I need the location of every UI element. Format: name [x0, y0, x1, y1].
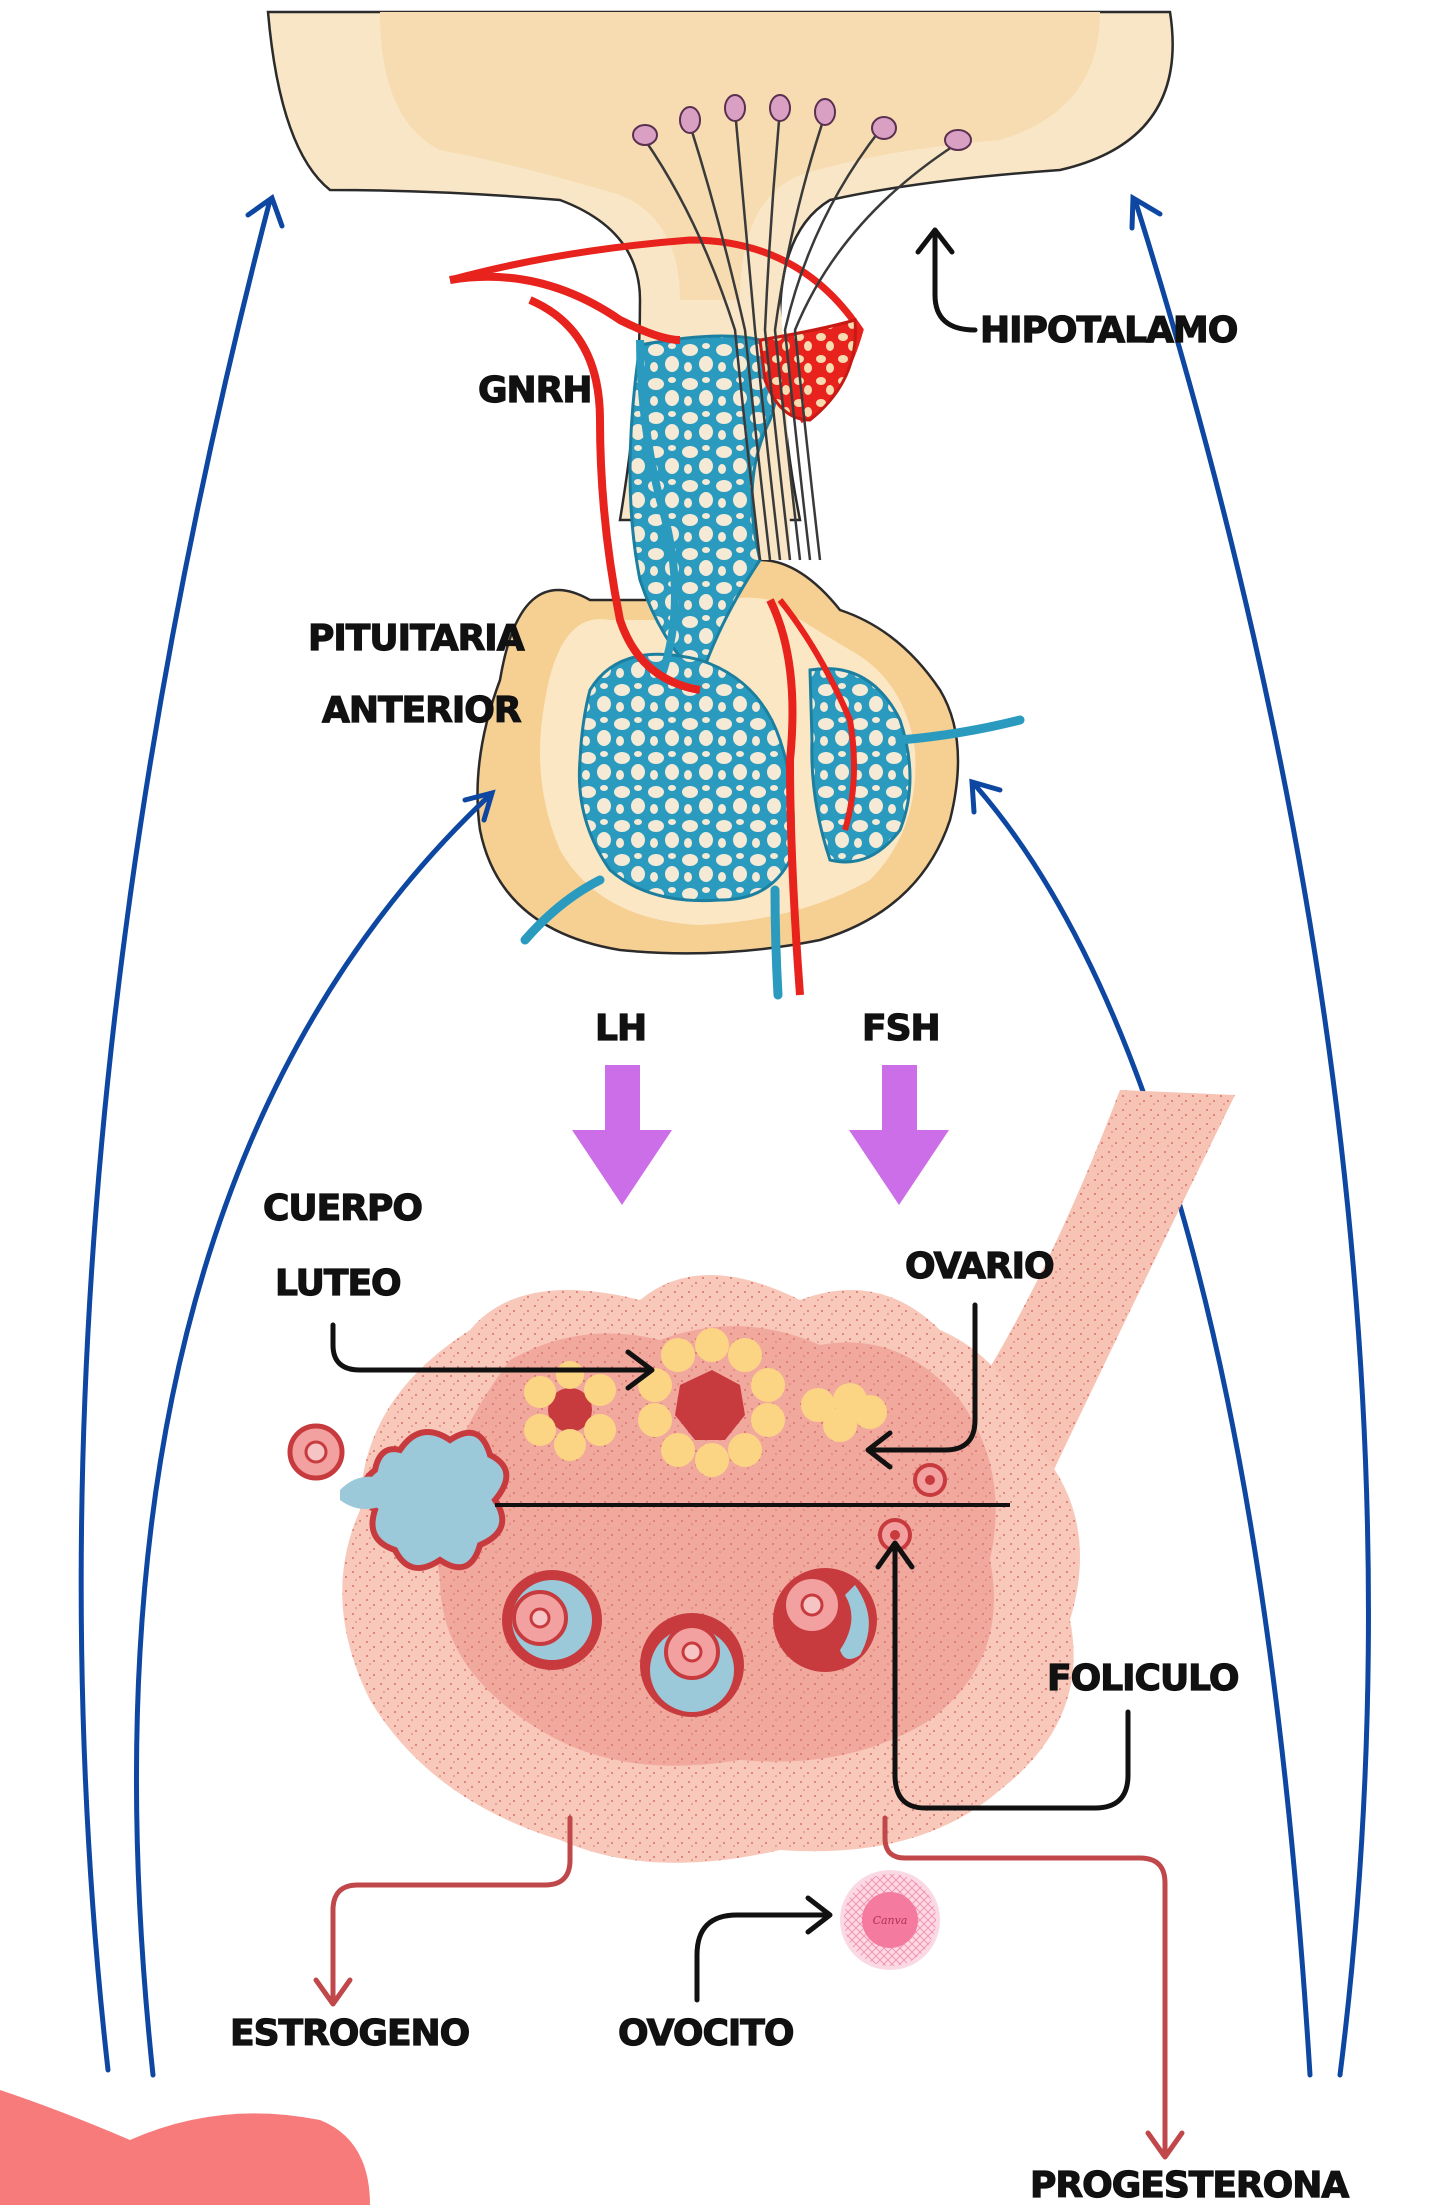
feedback-arrow-outer-left — [81, 200, 270, 2070]
follicle-middle — [640, 1613, 744, 1717]
ruptured-follicle — [290, 1426, 506, 1568]
label-ovario: OVARIO — [905, 1246, 1054, 1287]
label-progesterona: PROGESTERONA — [1030, 2165, 1349, 2205]
label-fsh: FSH — [862, 1008, 940, 1049]
label-luteo: LUTEO — [275, 1263, 401, 1304]
lh-arrow — [572, 1065, 672, 1205]
label-anterior: ANTERIOR — [322, 690, 521, 731]
label-estrogeno: ESTROGENO — [230, 2013, 469, 2054]
hipotalamo-pointer — [935, 232, 975, 330]
progesterona-arrow — [885, 1818, 1165, 2155]
corner-blob — [0, 2090, 370, 2205]
label-lh: LH — [595, 1008, 646, 1049]
ovocito-pointer — [697, 1915, 828, 2000]
label-cuerpo: CUERPO — [263, 1188, 422, 1229]
estrogeno-arrow — [333, 1818, 570, 2000]
label-ovocito: OVOCITO — [618, 2013, 793, 2054]
small-follicle-upper — [915, 1465, 945, 1495]
label-hipotalamo: HIPOTALAMO — [980, 310, 1237, 351]
label-gnrh: GNRH — [478, 370, 592, 411]
fsh-arrow — [849, 1065, 949, 1205]
oocyte-watermark: Canva — [873, 1914, 908, 1927]
follicle-left — [502, 1570, 602, 1670]
oocyte: Canva — [840, 1870, 940, 1970]
follicle-right — [773, 1568, 877, 1672]
label-foliculo: FOLICULO — [1047, 1658, 1238, 1699]
label-pituitaria: PITUITARIA — [308, 618, 525, 659]
hormone-output-arrows — [316, 1818, 1182, 2157]
